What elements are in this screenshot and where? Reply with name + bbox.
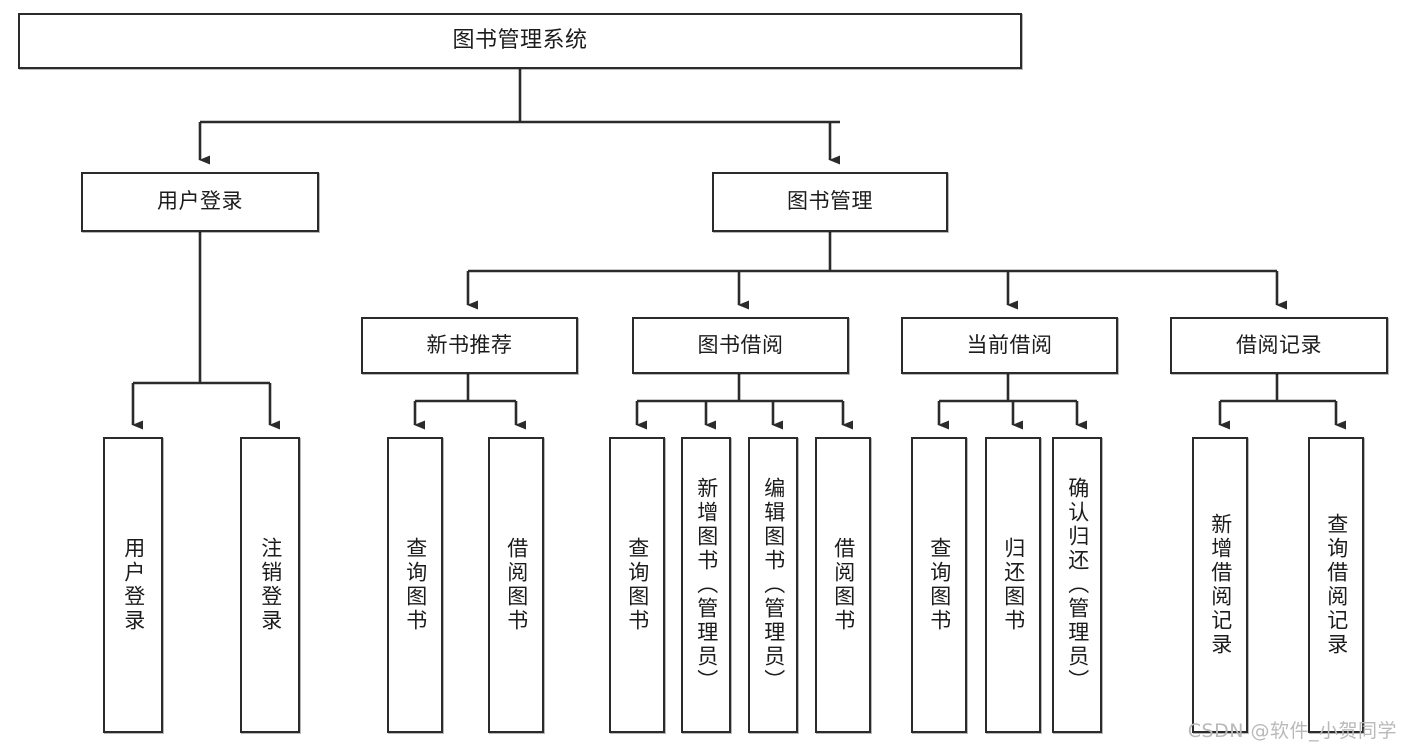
watermark: CSDN @软件_小贺同学 [1187,720,1397,742]
node-root[interactable]: 图书管理系统 [18,13,1022,69]
node-leaf-add-record[interactable]: 新增借阅记录 [1192,437,1248,733]
node-current-borrow-label: 当前借阅 [966,332,1053,357]
node-book-manage-label: 图书管理 [787,189,873,214]
node-book-borrow-label: 图书借阅 [697,332,784,357]
edge-group-root [198,69,840,165]
node-user-login-label: 用户登录 [157,189,243,214]
node-leaf-query-book-2-label: 查询图书 [625,537,650,633]
node-leaf-query-book-2[interactable]: 查询图书 [609,437,665,733]
node-leaf-query-record-label: 查询借阅记录 [1324,513,1349,657]
node-leaf-confirm-return-label: 确认归还（管理员） [1065,477,1090,693]
node-leaf-logout-label: 注销登录 [258,537,283,633]
node-leaf-query-book-1[interactable]: 查询图书 [387,437,443,733]
node-leaf-return-book-label: 归还图书 [1001,537,1026,633]
node-leaf-add-book-label: 新增图书（管理员） [694,477,719,693]
node-borrow-record-label: 借阅记录 [1236,332,1322,357]
node-leaf-borrow-book-2[interactable]: 借阅图书 [815,437,871,733]
node-leaf-return-book[interactable]: 归还图书 [985,437,1041,733]
node-leaf-borrow-book-1-label: 借阅图书 [504,537,529,633]
node-leaf-edit-book-label: 编辑图书（管理员） [761,477,786,693]
node-leaf-user-login-label: 用户登录 [121,537,146,633]
node-current-borrow[interactable]: 当前借阅 [901,317,1118,374]
edge-group-book-borrow [635,374,853,430]
node-leaf-borrow-book-2-label: 借阅图书 [831,537,856,633]
node-leaf-borrow-book-1[interactable]: 借阅图书 [488,437,544,733]
node-new-book-rec-label: 新书推荐 [426,332,513,357]
edge-group-borrow-record [1218,374,1346,430]
node-leaf-query-book-3-label: 查询图书 [927,537,952,633]
edge-group-current-borrow [937,374,1087,430]
node-leaf-add-book[interactable]: 新增图书（管理员） [681,437,731,733]
node-book-borrow[interactable]: 图书借阅 [632,317,849,374]
node-user-login[interactable]: 用户登录 [81,172,319,232]
node-leaf-query-book-3[interactable]: 查询图书 [911,437,967,733]
node-book-manage[interactable]: 图书管理 [712,172,948,232]
node-root-label: 图书管理系统 [452,27,588,53]
node-leaf-query-book-1-label: 查询图书 [403,537,428,633]
node-leaf-confirm-return[interactable]: 确认归还（管理员） [1052,437,1102,733]
node-borrow-record[interactable]: 借阅记录 [1170,317,1388,374]
edge-group-new-book-rec [413,374,526,430]
node-leaf-add-record-label: 新增借阅记录 [1208,513,1233,657]
edge-group-book-manage [466,232,1287,310]
node-leaf-edit-book[interactable]: 编辑图书（管理员） [748,437,798,733]
node-leaf-query-record[interactable]: 查询借阅记录 [1308,437,1364,733]
node-new-book-rec[interactable]: 新书推荐 [361,317,578,374]
edge-group-user-login [131,232,280,430]
node-leaf-user-login[interactable]: 用户登录 [103,437,163,733]
node-leaf-logout[interactable]: 注销登录 [240,437,300,733]
